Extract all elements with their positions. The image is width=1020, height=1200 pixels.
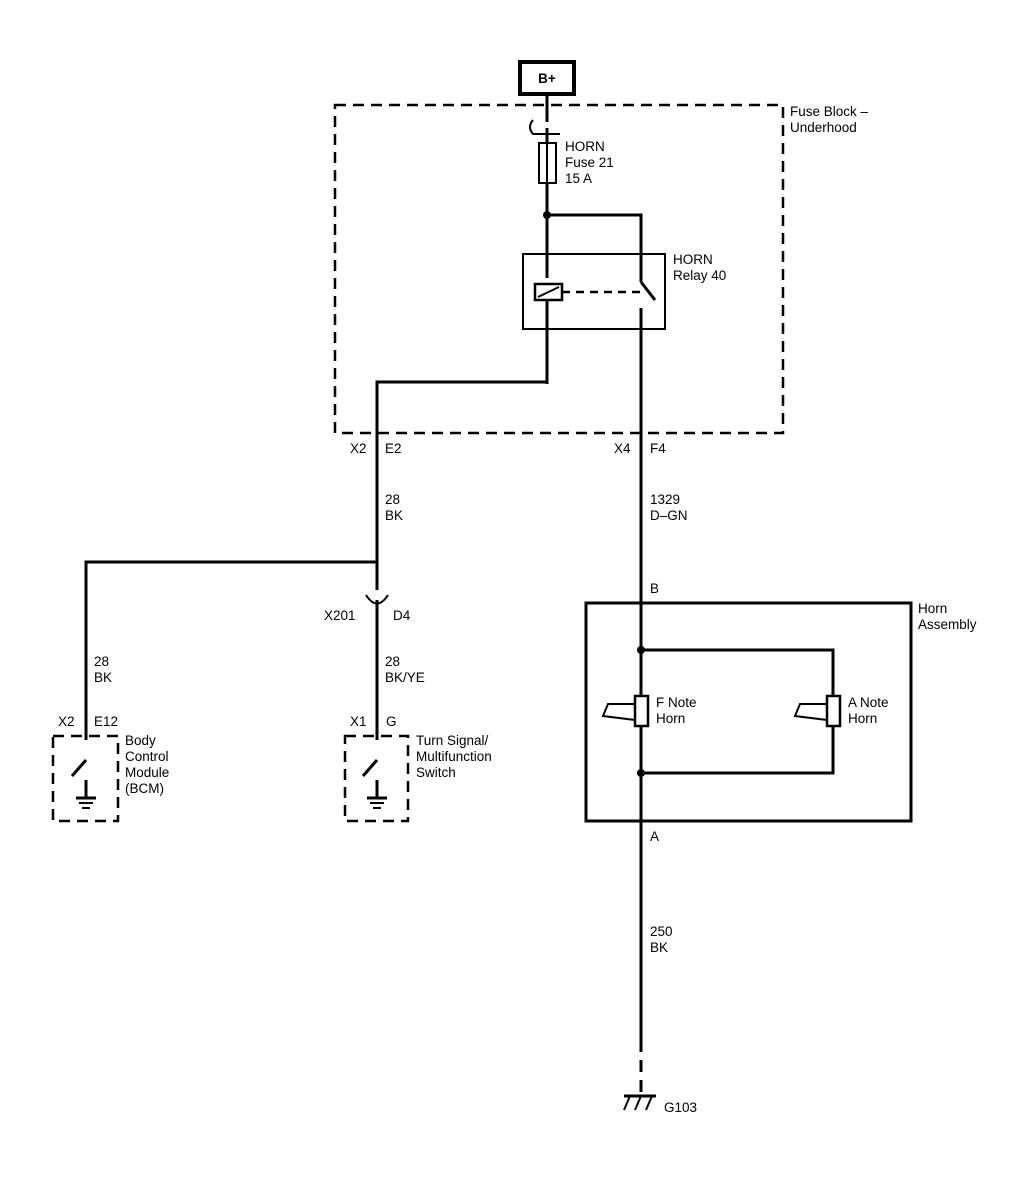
relay-label-line2: Relay 40 xyxy=(673,268,726,283)
power-label: B+ xyxy=(538,71,556,86)
bcm-outline xyxy=(51,734,120,823)
fuse-label-line2: Fuse 21 xyxy=(565,155,614,170)
connector-x4-label: X4 xyxy=(614,441,631,456)
fuse-label-line3: 15 A xyxy=(565,171,592,186)
wire-1329-circuit-label: 1329 xyxy=(650,492,680,507)
tss-connector-g-label: G xyxy=(386,714,397,729)
f-note-horn-label-line1: F Note xyxy=(656,695,697,710)
bcm-label-line1: Body xyxy=(125,733,156,748)
wire-to-bcm xyxy=(84,560,377,740)
a-note-horn-label-line1: A Note xyxy=(848,695,889,710)
connector-d4-label: D4 xyxy=(393,608,411,623)
wire-28-bk-color-label: BK xyxy=(385,508,403,523)
wire-250-circuit-label: 250 xyxy=(650,924,673,939)
horn-assembly-outline xyxy=(584,601,913,823)
fuse-label-line1: HORN xyxy=(565,139,605,154)
turn-signal-switch-to-ground xyxy=(361,759,387,809)
fuse-block-outline xyxy=(333,103,785,435)
f-note-horn-symbol xyxy=(601,694,650,728)
bcm-connector-e12-label: E12 xyxy=(94,714,118,729)
a-note-horn-symbol xyxy=(793,694,842,728)
wire-28-bkye-color-label: BK/YE xyxy=(385,670,425,685)
tss-label-line2: Multifunction xyxy=(416,749,492,764)
turn-signal-switch-outline xyxy=(343,734,410,823)
horn-relay-box xyxy=(522,253,666,330)
bcm-switch-to-ground xyxy=(70,759,96,809)
f-note-horn-label-line2: Horn xyxy=(656,711,685,726)
bcm-label-line2: Control xyxy=(125,749,169,764)
wire-28-bk-bcm-color-label: BK xyxy=(94,670,112,685)
wire-28-bk-bcm-circuit-label: 28 xyxy=(94,654,109,669)
connector-x2-label: X2 xyxy=(350,441,367,456)
relay-switch-contact xyxy=(639,281,657,301)
tss-label-line3: Switch xyxy=(416,765,456,780)
fuse-block-name-line2: Underhood xyxy=(790,120,857,135)
relay-label-line1: HORN xyxy=(673,252,713,267)
connector-x201-label: X201 xyxy=(324,608,356,623)
connector-f4-label: F4 xyxy=(650,441,666,456)
tss-label-line1: Turn Signal/ xyxy=(416,733,489,748)
connector-hook-symbol xyxy=(529,119,560,135)
chassis-ground-symbol xyxy=(623,1094,656,1111)
horn-assembly-name-line1: Horn xyxy=(918,601,947,616)
connector-e2-label: E2 xyxy=(385,441,402,456)
wire-28-bk-circuit-label: 28 xyxy=(385,492,400,507)
horn-connector-b-label: B xyxy=(650,581,659,596)
wire-fuse-to-relay-switch xyxy=(547,213,643,282)
wire-coil-to-e2 xyxy=(375,380,547,570)
bcm-connector-x2-label: X2 xyxy=(58,714,75,729)
horn-assembly-name-line2: Assembly xyxy=(918,617,977,632)
wire-28-bkye-circuit-label: 28 xyxy=(385,654,400,669)
bcm-label-line3: Module xyxy=(125,765,169,780)
tss-connector-x1-label: X1 xyxy=(350,714,367,729)
wire-1329-color-label: D–GN xyxy=(650,508,688,523)
battery-positive-terminal: B+ xyxy=(518,60,576,96)
bcm-label-line4: (BCM) xyxy=(125,781,164,796)
horn-connector-a-label: A xyxy=(650,829,659,844)
fuse-block-name-line1: Fuse Block – xyxy=(790,104,869,119)
ground-label: G103 xyxy=(664,1100,697,1115)
a-note-horn-label-line2: Horn xyxy=(848,711,877,726)
wire-250-color-label: BK xyxy=(650,940,668,955)
